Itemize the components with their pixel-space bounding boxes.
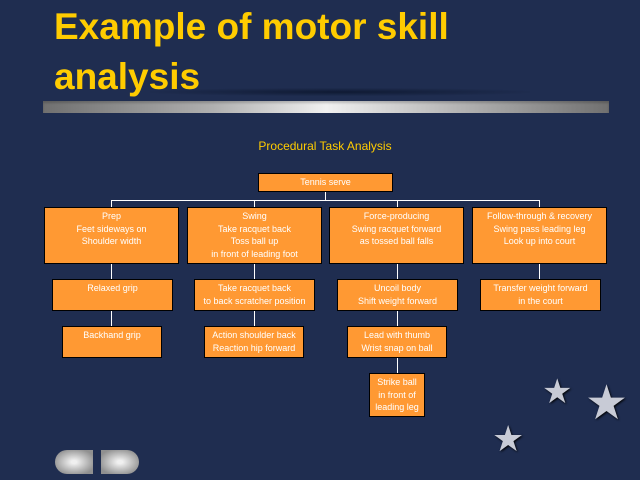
divider-bar: [43, 101, 609, 113]
step-box: Action shoulder back Reaction hip forwar…: [204, 326, 304, 358]
step-box: Transfer weight forward in the court: [480, 279, 601, 311]
star-icon: ★: [585, 377, 629, 430]
step-box: Uncoil body Shift weight forward: [337, 279, 458, 311]
title-shadow: [150, 88, 530, 96]
connector: [111, 200, 112, 207]
connector: [111, 200, 540, 201]
previous-slide-button[interactable]: [55, 450, 93, 474]
connector: [325, 191, 326, 200]
diagram-title: Procedural Task Analysis: [258, 139, 392, 153]
connector: [254, 200, 255, 207]
title-line-1: Example of motor skill: [54, 6, 449, 47]
step-box: Take racquet back to back scratcher posi…: [194, 279, 315, 311]
root-box: Tennis serve: [258, 173, 393, 192]
phase-box-follow-through: Follow-through & recovery Swing pass lea…: [472, 207, 607, 264]
connector: [539, 263, 540, 279]
phase-box-swing: Swing Take racquet back Toss ball up in …: [187, 207, 322, 264]
step-box: Strike ball in front of leading leg: [369, 373, 425, 417]
step-box: Lead with thumb Wrist snap on ball: [347, 326, 447, 358]
star-icon: ★: [542, 373, 573, 411]
connector: [397, 263, 398, 373]
phase-box-prep: Prep Feet sideways on Shoulder width: [44, 207, 179, 264]
connector: [539, 200, 540, 207]
phase-box-force-producing: Force-producing Swing racquet forward as…: [329, 207, 464, 264]
next-slide-button[interactable]: [101, 450, 139, 474]
step-box: Relaxed grip: [52, 279, 173, 311]
connector: [397, 200, 398, 207]
star-icon: ★: [492, 418, 525, 459]
step-box: Backhand grip: [62, 326, 162, 358]
